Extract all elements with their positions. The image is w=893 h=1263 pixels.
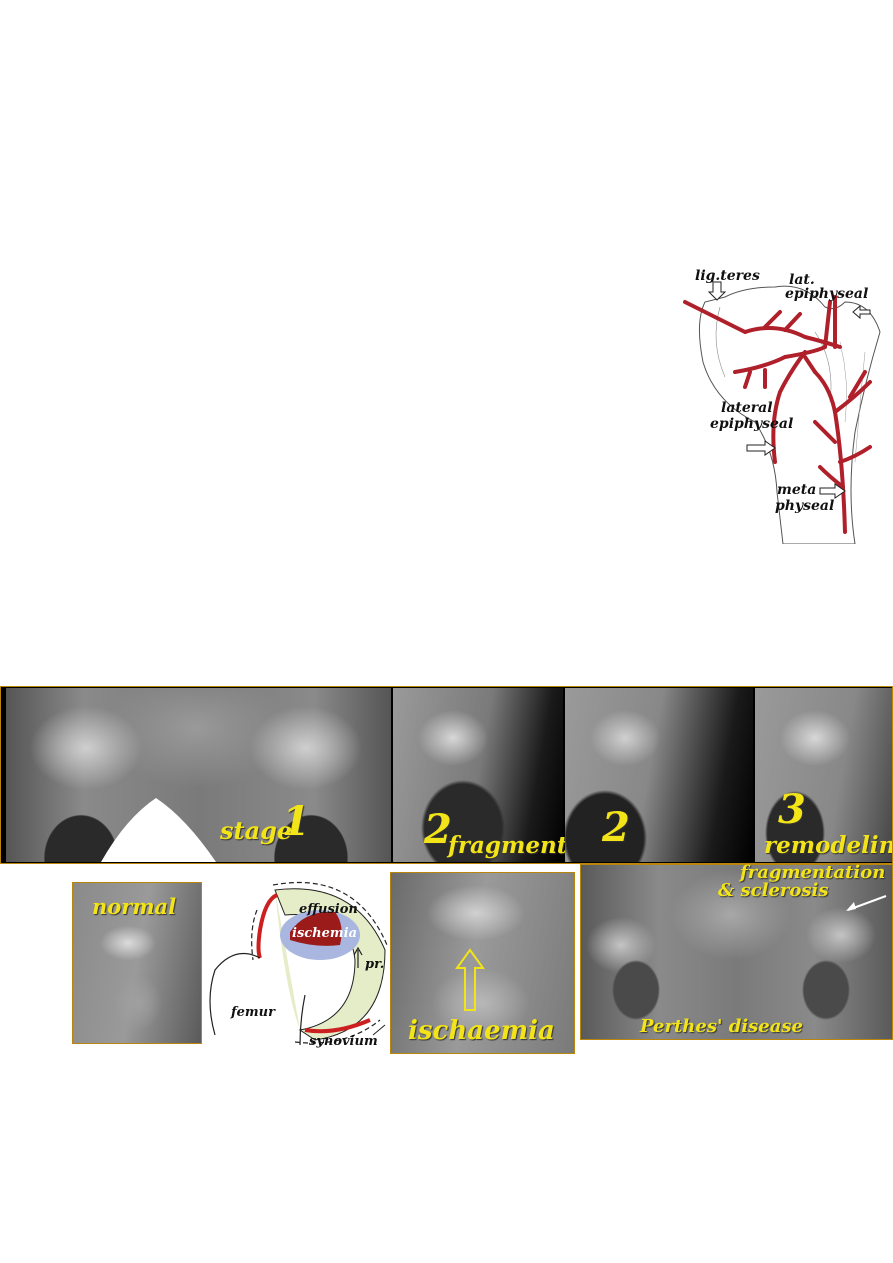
perthes-fragmentation-label: fragmentation — [740, 862, 886, 883]
remodeling-label: remodeling — [764, 832, 893, 859]
normal-label: normal — [92, 894, 177, 919]
stage1-number: 1 — [282, 798, 310, 845]
schematic-drawing — [209, 881, 388, 1046]
perthes-sclerosis-label: & sclerosis — [718, 880, 829, 901]
xray-ischaemia — [390, 872, 575, 1054]
xray-perthes-pelvis — [580, 864, 893, 1040]
stage2a-number: 2 — [424, 806, 452, 853]
xray-stage2a — [393, 688, 563, 862]
stage2b-number: 2 — [602, 804, 630, 851]
ischaemia-arrow-icon — [455, 948, 485, 1012]
label-epiphyseal-top: epiphyseal — [785, 286, 869, 302]
femur-vessels-drawing — [683, 281, 881, 545]
xray-stage2b — [565, 688, 753, 862]
label-epiphyseal-mid: epiphyseal — [710, 416, 794, 432]
vascular-diagram: lig.teres lat. epiphyseal lateral epiphy… — [665, 262, 893, 545]
label-meta: meta — [777, 482, 817, 498]
ischemia-label: ischemia — [292, 926, 358, 941]
synovium-label: synovium — [309, 1034, 378, 1049]
perthes-pointer-arrow-icon — [840, 892, 890, 914]
joint-schematic: effusion ischemia pr. femur synovium — [205, 870, 390, 1050]
xray-stage3 — [755, 688, 893, 862]
perthes-caption: Perthes' disease — [640, 1016, 804, 1037]
pr-label: pr. — [365, 957, 385, 972]
xray-normal — [72, 882, 202, 1044]
label-physeal: physeal — [775, 498, 835, 514]
stage3-number: 3 — [778, 786, 806, 833]
femur-label: femur — [231, 1005, 275, 1020]
effusion-label: effusion — [299, 902, 358, 917]
pelvis-white-cutout — [101, 798, 216, 862]
stages-strip-frame — [0, 686, 893, 864]
ischaemia-label: ischaemia — [408, 1016, 555, 1046]
stages-strip: stage 1 2 fragmentation 2 3 remodeling — [0, 686, 893, 864]
label-lig-teres: lig.teres — [695, 268, 760, 284]
stage1-word: stage — [220, 816, 293, 845]
label-lat: lat. — [789, 272, 815, 288]
xray-stage1-pelvis — [6, 688, 391, 862]
label-lateral: lateral — [721, 400, 773, 416]
